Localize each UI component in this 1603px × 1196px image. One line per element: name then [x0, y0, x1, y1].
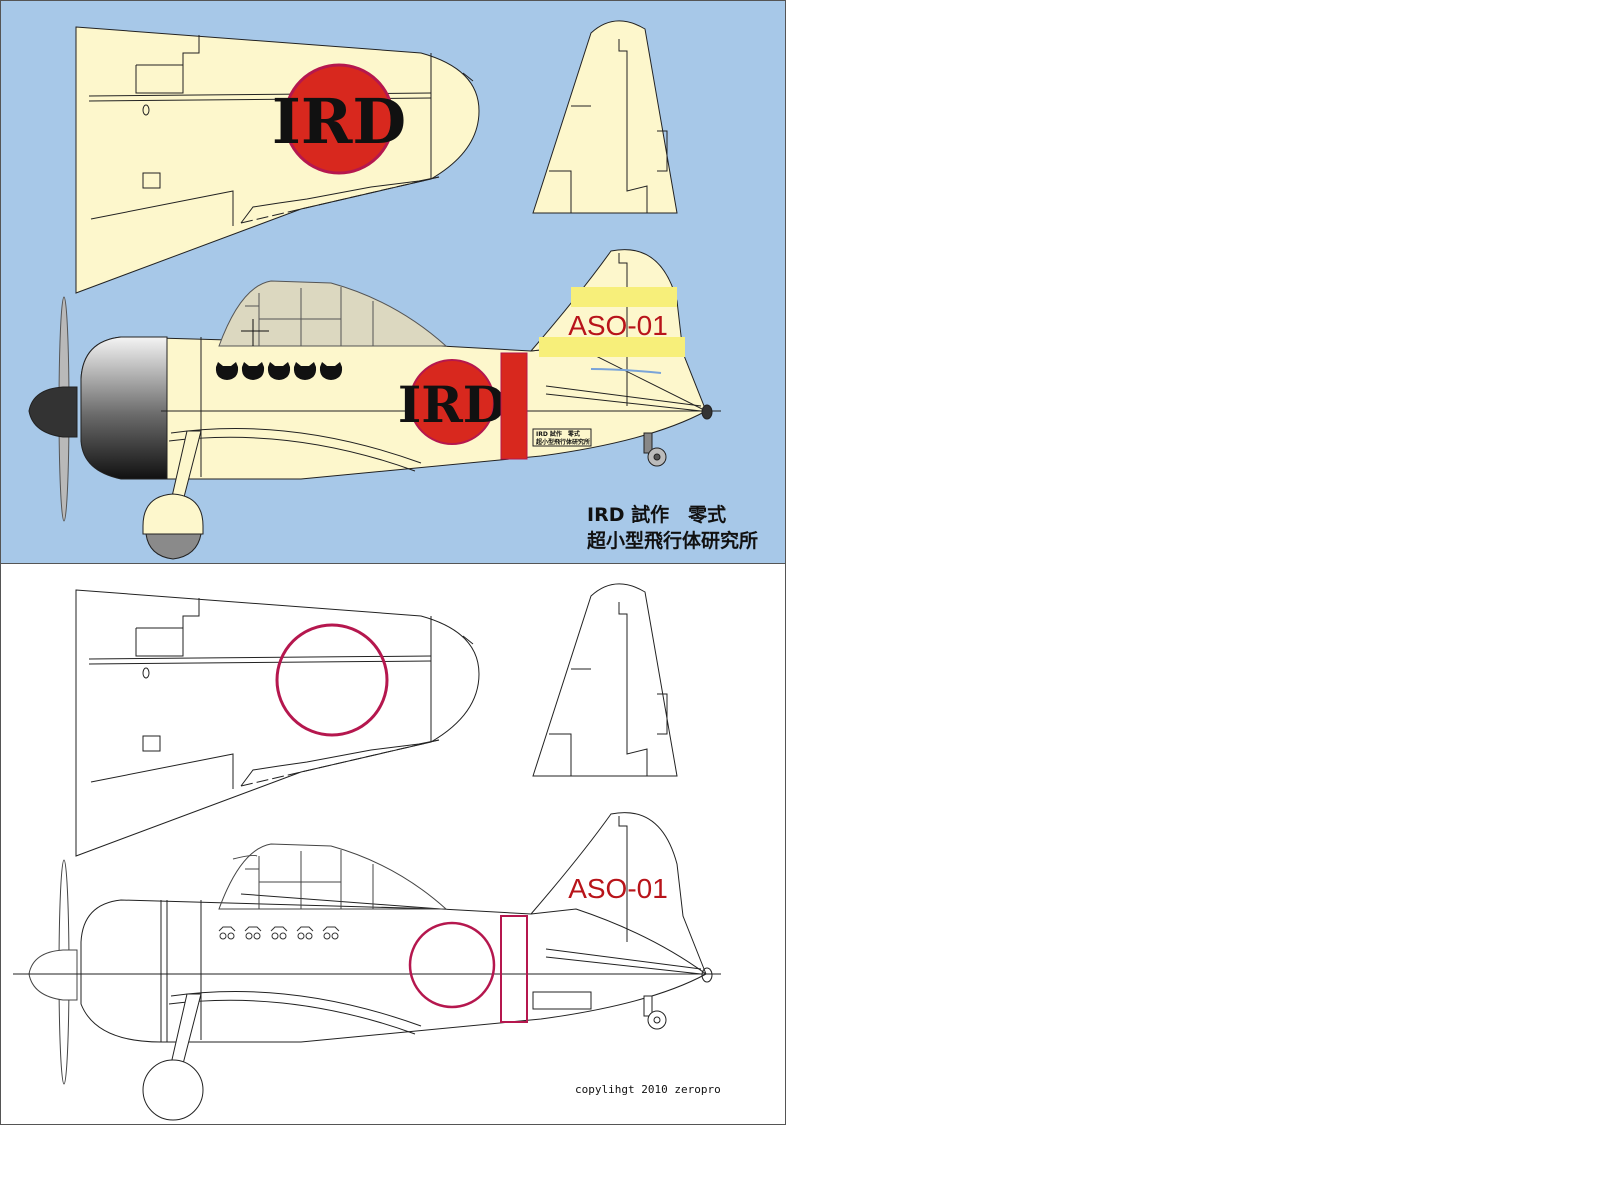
- main-landing-gear-outline: [142, 993, 204, 1121]
- data-plate-line2: 超小型飛行体研究所: [535, 438, 590, 446]
- kill-mark-outlines: [218, 926, 340, 940]
- copyright-text: copylihgt 2010 zeropro: [575, 1083, 721, 1096]
- tail-band-lower: [539, 337, 685, 357]
- wing-roundel: IRD: [272, 63, 406, 175]
- kill-marks: [215, 362, 343, 380]
- canopy: [218, 280, 448, 347]
- fuselage-band-outline: [500, 915, 528, 1023]
- main-landing-gear: [142, 430, 204, 560]
- kill-mark: [319, 362, 343, 380]
- tail-wheel-outline: [643, 995, 667, 1030]
- colored-profile-drawing: IRD: [1, 1, 785, 563]
- vertical-stabilizer-outline: [532, 583, 678, 777]
- tail-band-upper: [571, 287, 677, 307]
- kill-mark: [267, 362, 291, 380]
- fuselage-band: [500, 352, 528, 460]
- line-art-panel: ASO-01 copylihgt 2010 zeropro: [0, 564, 786, 1125]
- wing-roundel-text: IRD: [272, 85, 406, 158]
- fuselage-outline: [13, 812, 721, 1043]
- vertical-stabilizer-view: [532, 20, 678, 214]
- kill-mark: [215, 362, 239, 380]
- data-plate: IRD 試作 零式 超小型飛行体研究所: [532, 428, 592, 447]
- kill-mark: [241, 362, 265, 380]
- tail-code: ASO-01: [568, 310, 668, 341]
- fuselage-roundel-text: IRD: [398, 375, 506, 434]
- caption-line2: 超小型飛行体研究所: [586, 529, 758, 552]
- wing-outline: [75, 589, 480, 857]
- propeller: [28, 296, 78, 522]
- fuselage-roundel: IRD: [398, 359, 506, 445]
- line-art-drawing: ASO-01 copylihgt 2010 zeropro: [13, 583, 721, 1121]
- caption-line1: IRD 試作 零式: [587, 503, 726, 526]
- fuselage-roundel-outline: [408, 921, 496, 1009]
- data-plate-line1: IRD 試作 零式: [536, 430, 580, 438]
- wing-roundel-outline: [275, 623, 389, 737]
- colored-profile-panel: IRD: [0, 0, 786, 564]
- tail-wheel: [643, 432, 667, 467]
- canopy-outline: [218, 843, 448, 910]
- propeller-outline: [28, 859, 78, 1085]
- tail-code-outline: ASO-01: [568, 873, 668, 904]
- kill-mark: [293, 362, 317, 380]
